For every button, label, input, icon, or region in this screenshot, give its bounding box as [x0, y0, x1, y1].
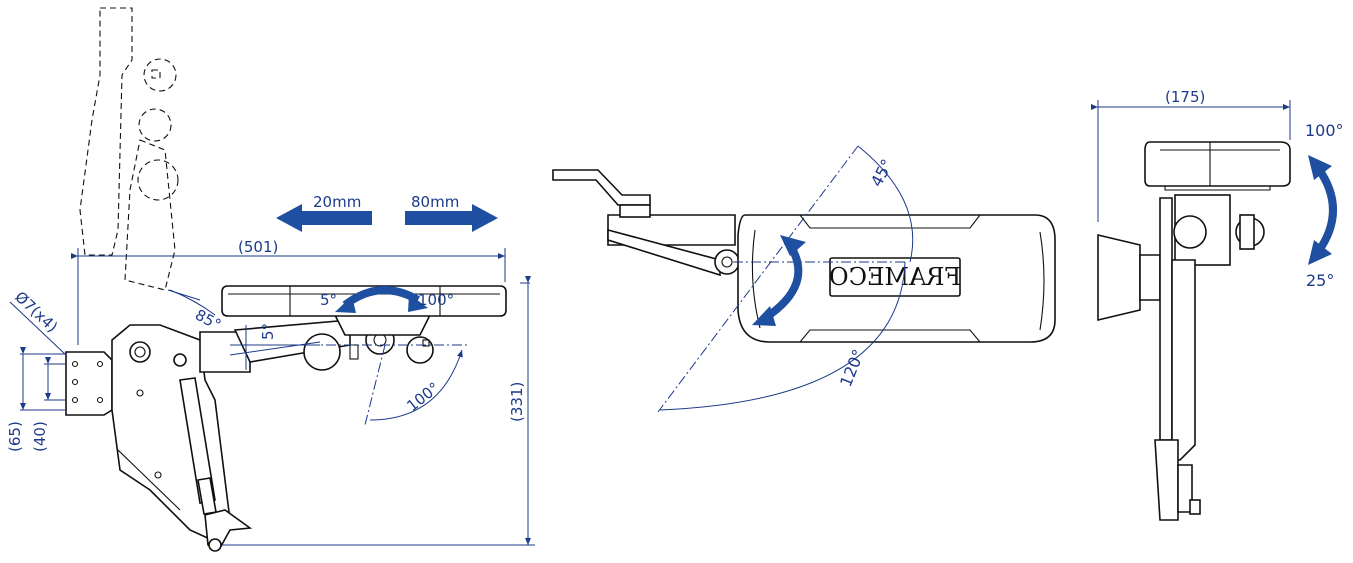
top-angle-lines: [657, 145, 914, 413]
front-rotation-arrow: [1308, 155, 1337, 265]
dim-501-label: (501): [238, 238, 278, 256]
angle-100-label: 100°: [1305, 121, 1344, 140]
side-view: Ø7(x4) (65) (40) (501) (331) 85° 5° 5° 1…: [6, 7, 535, 552]
dim-175-label: (175): [1165, 88, 1205, 106]
upright-arm-ghost: [79, 7, 179, 291]
front-mechanism: [1097, 194, 1265, 521]
front-view: (175) 100° 25°: [1091, 88, 1344, 521]
side-dimensions: [9, 248, 535, 546]
angle-5-label: 5°: [320, 291, 337, 309]
angle-5-vertical-label: 5°: [259, 323, 277, 340]
dim-331-label: (331): [508, 382, 526, 422]
diameter-label: Ø7(x4): [11, 288, 61, 336]
dim-40-label: (40): [31, 421, 49, 452]
armrest-pad-top: [737, 214, 1056, 343]
mounting-plate: [65, 351, 113, 416]
angle-120-label: 120°: [836, 347, 868, 390]
top-bracket: [552, 169, 740, 277]
slide-left-arrow: [276, 204, 372, 232]
slide-right-label: 80mm: [411, 193, 459, 211]
slide-left-label: 20mm: [313, 193, 361, 211]
slide-right-arrow: [405, 204, 498, 232]
top-rotation-arrow: [752, 235, 806, 326]
angle-100-top-label: 100°: [418, 291, 454, 309]
angle-100-bottom-label: 100°: [403, 379, 443, 415]
slide-arrows: [276, 204, 498, 313]
top-view: FRAMECO 45° 120°: [552, 145, 1056, 413]
angle-45-label: 45°: [867, 156, 897, 190]
armrest-pad-side: [221, 285, 507, 317]
front-pad: [1144, 141, 1291, 191]
horizontal-arm: [199, 314, 434, 373]
angle-25-label: 25°: [1306, 271, 1334, 290]
bracket-body: [111, 324, 253, 552]
dim-65-label: (65): [6, 421, 24, 452]
front-dimensions: [1091, 100, 1291, 222]
brand-logo-text: FRAMECO: [829, 263, 961, 291]
angle-85-label: 85°: [192, 306, 224, 334]
